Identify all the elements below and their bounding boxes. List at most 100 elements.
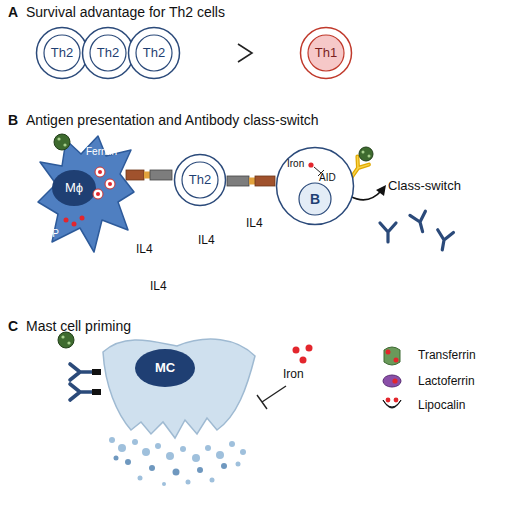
- pathogen-part: [362, 151, 365, 154]
- cell-label: Th1: [299, 45, 353, 61]
- cell-label: AID: [319, 172, 336, 184]
- cell-shape-part: [80, 216, 85, 221]
- cell-shape-part: [135, 349, 195, 387]
- molecule-label: Iron: [283, 367, 304, 381]
- mhc-tcr-complex-part: [227, 176, 249, 186]
- cytokine-label: IL4: [198, 233, 215, 247]
- granules-part: [155, 443, 161, 449]
- iron-dots-part: [306, 345, 313, 352]
- granules-part: [186, 480, 191, 485]
- cytokine-label: IL4: [136, 242, 153, 256]
- granules-part: [240, 449, 246, 455]
- antibody-part-part: [70, 384, 94, 400]
- pathogen-part: [359, 147, 373, 161]
- greater-than-symbol: [238, 44, 252, 62]
- iron-dots-part: [293, 347, 300, 354]
- greater-than-symbol-part: [238, 44, 252, 62]
- granules-part: [149, 465, 155, 471]
- antibody-part: [70, 364, 101, 380]
- legend-text: Transferrin: [418, 348, 476, 362]
- granules-part: [142, 448, 150, 456]
- t-cell: Th2: [35, 26, 89, 80]
- pathogen-part: [61, 335, 64, 338]
- t-cell: Th2: [173, 153, 227, 207]
- antibody-part-part: [434, 230, 453, 251]
- cell-shape-part: [64, 218, 69, 223]
- granules-part: [221, 463, 227, 469]
- cell-shape-part: [72, 222, 77, 227]
- antibody-part-part: [70, 364, 94, 380]
- pathogen-part: [67, 341, 70, 344]
- cell-shape-part: [108, 182, 112, 186]
- mhc-tcr-complex-part: [126, 170, 144, 180]
- class-switch-arrow-part: [376, 185, 386, 196]
- panel-letter: B: [8, 112, 18, 129]
- iron-dots: [293, 345, 313, 364]
- cell-shape: [95, 330, 260, 445]
- pathogen-part: [63, 143, 66, 146]
- legend-text: Lactoferrin: [418, 374, 475, 388]
- panel-letter: A: [8, 4, 18, 21]
- legend-icons-part: [383, 375, 401, 387]
- t-cell: Th2: [81, 26, 135, 80]
- cytokine-label: IL4: [150, 279, 167, 293]
- legend-icons-part: [392, 378, 397, 383]
- cell-shape-part: [103, 339, 255, 438]
- cell-label: Th2: [127, 45, 181, 61]
- cell-shape-part: [38, 136, 134, 252]
- mhc-tcr-complex-part: [249, 178, 255, 185]
- granules-part: [197, 467, 203, 473]
- t-cell: Th1: [299, 26, 353, 80]
- inhibition-line: [257, 386, 286, 409]
- legend-icons: [383, 347, 401, 408]
- granules-part: [210, 478, 215, 483]
- granules-part: [236, 462, 241, 467]
- panel-letter: C: [8, 318, 18, 335]
- cell-label: LIP: [44, 228, 59, 240]
- inhibition-line-part: [257, 395, 267, 409]
- legend-icons-part: [386, 350, 391, 355]
- granules-part: [180, 446, 186, 452]
- cell-label: Th2: [35, 45, 89, 61]
- class-switch-arrow: [350, 185, 386, 200]
- cell-label: Ferritin: [86, 146, 117, 158]
- pathogen-part: [57, 137, 60, 140]
- cell-shape-part: [299, 183, 331, 215]
- mhc-tcr-complex-part: [150, 170, 172, 180]
- granules-part: [125, 459, 131, 465]
- cell-label: B: [299, 191, 331, 208]
- cell-label: MC: [135, 360, 195, 376]
- pathogen-part: [58, 332, 74, 348]
- cell-shape-part: [96, 192, 100, 196]
- mhc-tcr-complex-part: [144, 172, 150, 179]
- antibody-part: [70, 384, 101, 400]
- antibody-part: [410, 211, 430, 233]
- mhc-tcr-complex-part: [255, 176, 275, 186]
- antibody-part: [434, 230, 453, 251]
- cell-label: Th2: [81, 45, 135, 61]
- antibody-part-part: [380, 223, 396, 242]
- inhibition-line-part: [262, 386, 286, 402]
- panel-title: Survival advantage for Th2 cells: [26, 4, 225, 21]
- granules-part: [192, 454, 200, 462]
- legend-icons-part: [384, 347, 400, 365]
- legend-icons-part: [394, 398, 399, 403]
- cell-shape-part: [95, 167, 105, 177]
- granules: [109, 437, 246, 486]
- legend-icons-part: [383, 400, 401, 408]
- b-cell: IronAIDB: [275, 146, 355, 226]
- t-cell: Th2: [127, 26, 181, 80]
- granules-part: [109, 437, 115, 443]
- cell-label: Mϕ: [52, 180, 96, 196]
- granules-part: [166, 452, 174, 460]
- antibody-part-part: [410, 211, 430, 233]
- process-label: Class-switch: [388, 178, 461, 194]
- antibody-part: [380, 223, 396, 242]
- granules-part: [216, 451, 224, 459]
- granules-part: [138, 476, 143, 481]
- cell-shape-part: [52, 170, 96, 206]
- pathogen: [54, 134, 373, 348]
